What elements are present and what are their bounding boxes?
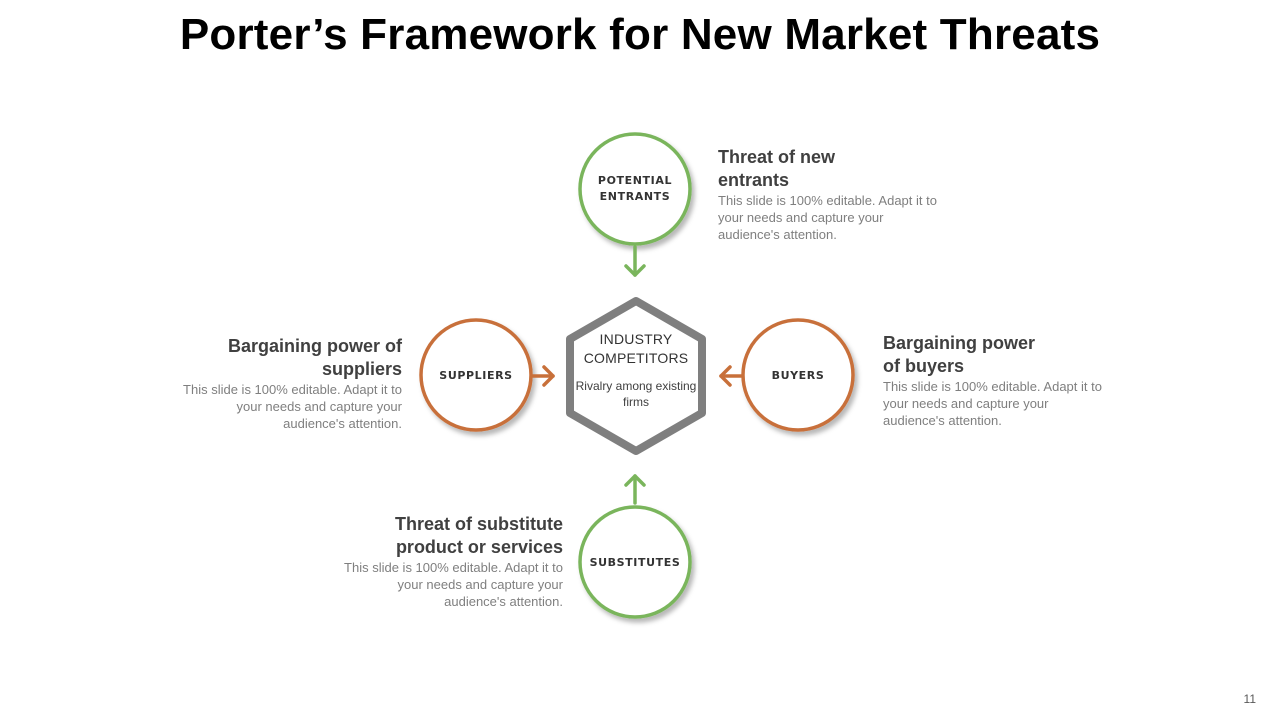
page-title: Porter’s Framework for New Market Threat… [179,10,1101,59]
suppliers-label: SUPPLIERS [439,369,513,382]
buyers-description: Bargaining power of buyers This slide is… [883,332,1113,429]
buyers-circle [741,318,855,432]
substitutes-label: SUBSTITUTES [589,556,681,569]
buyers-label: BUYERS [771,369,825,382]
substitutes-description: Threat of substitute product or services… [333,513,563,610]
arrow-entrants-to-center [624,245,646,277]
new-entrants-heading: Threat of new entrants [718,147,836,190]
page-number: 11 [1243,692,1256,706]
potential-entrants-label: POTENTIAL ENTRANTS [585,164,685,214]
suppliers-circle [419,318,533,432]
industry-competitors-label: INDUSTRY COMPETITORS Rivalry among exist… [566,330,706,410]
suppliers-description: Bargaining power of suppliers This slide… [172,335,402,432]
center-title: INDUSTRY COMPETITORS [583,331,689,366]
substitutes-body: This slide is 100% editable. Adapt it to… [344,560,563,609]
industry-competitors-hexagon [566,297,706,455]
buyers-body: This slide is 100% editable. Adapt it to… [883,379,1102,428]
arrow-substitutes-to-center [624,474,646,505]
buyers-heading: Bargaining power of buyers [883,333,1036,376]
arrow-suppliers-to-center [531,365,555,387]
suppliers-heading: Bargaining power of suppliers [227,336,402,379]
suppliers-body: This slide is 100% editable. Adapt it to… [183,382,402,431]
arrow-buyers-to-center [719,365,743,387]
potential-entrants-line1: POTENTIAL [597,174,673,187]
potential-entrants-circle [578,132,692,246]
potential-entrants-line2: ENTRANTS [599,190,671,203]
substitutes-circle [578,505,692,619]
new-entrants-body: This slide is 100% editable. Adapt it to… [718,193,937,242]
new-entrants-description: Threat of new entrants This slide is 100… [718,146,948,243]
substitutes-heading: Threat of substitute product or services [394,514,563,557]
center-subtitle: Rivalry among existing firms [575,379,697,409]
